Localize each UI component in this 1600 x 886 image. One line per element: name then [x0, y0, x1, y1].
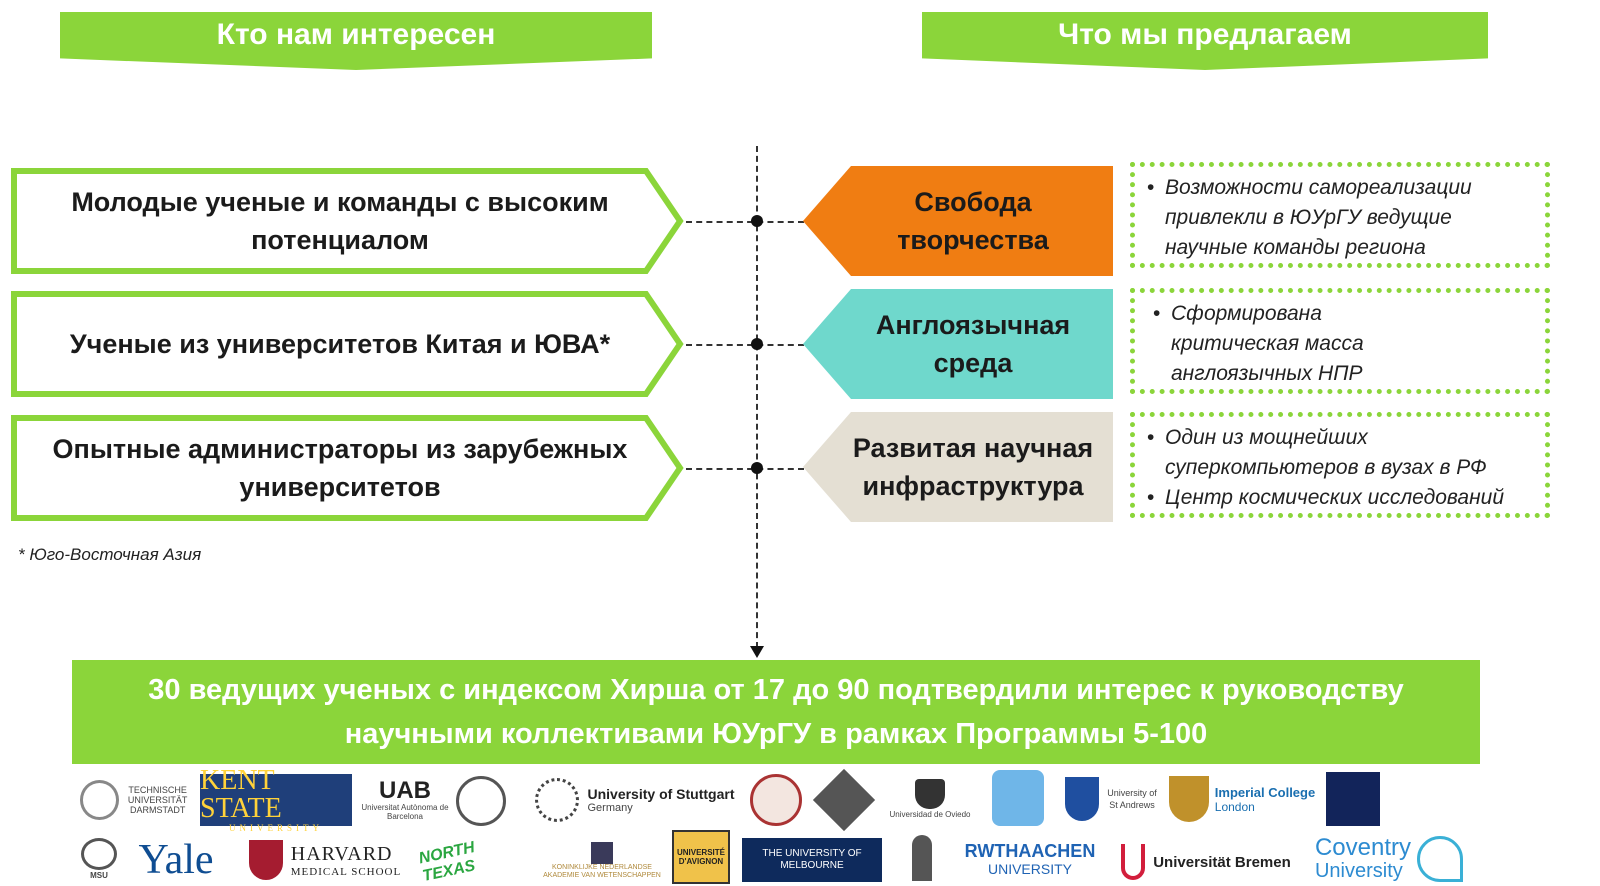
connector-dot-1 — [751, 215, 763, 227]
offer-1-line1: Свобода — [914, 187, 1032, 217]
detail-box-2: Сформирована критическая масса англоязыч… — [1130, 288, 1550, 394]
connector-1 — [686, 221, 804, 223]
audience-2-line1: Ученые из университетов Китая и ЮВА* — [69, 329, 611, 359]
offer-box-3: Развитая научная инфраструктура — [803, 412, 1113, 522]
audience-1-line1: Молодые ученые и команды с высоким — [71, 187, 609, 217]
detail-line: Один из мощнейших — [1165, 426, 1368, 449]
arrow-box-outline — [11, 168, 684, 274]
header-who: Кто нам интересен — [60, 12, 652, 70]
offer-box-2: Англоязычная среда — [803, 289, 1113, 399]
audience-3-line1: Опытные администраторы из зарубежных — [52, 434, 628, 464]
audience-3-line2: университетов — [239, 472, 441, 502]
offer-2-line2: среда — [933, 348, 1013, 378]
detail-line: Центр космических исследований — [1165, 486, 1504, 509]
msu-logo: MSU — [78, 838, 120, 882]
offer-box-1: Свобода творчества — [803, 166, 1113, 276]
tower-logo — [898, 832, 946, 884]
footnote: * Юго-Восточная Азия — [18, 545, 202, 564]
stuttgart-logo: University of Stuttgart Germany — [530, 776, 740, 824]
offer-3-line1: Развитая научная — [852, 433, 1094, 463]
rwth-logo: RWTHAACHEN UNIVERSITY — [964, 841, 1096, 877]
detail-line: научные команды региона — [1165, 236, 1426, 259]
detail-3-bullet-1: Один из мощнейших суперкомпьютеров в вуз… — [1147, 423, 1535, 483]
north-texas-logo: NORTH TEXAS — [417, 839, 477, 886]
audience-box-1: Молодые ученые и команды с высоким потен… — [10, 167, 686, 275]
melbourne-logo: THE UNIVERSITY OF MELBOURNE — [742, 838, 882, 882]
detail-line: критическая масса — [1171, 332, 1364, 355]
hex-logo — [992, 770, 1044, 826]
header-what-label: Что мы предлагаем — [1058, 18, 1352, 51]
banner-line1: 30 ведущих ученых с индексом Хирша от 17… — [148, 674, 1404, 706]
coventry-logo: Coventry University — [1302, 834, 1476, 884]
offer-3-line2: инфраструктура — [862, 471, 1084, 501]
detail-3-bullet-2: Центр космических исследований — [1147, 483, 1535, 513]
detail-line: Сформирована — [1171, 302, 1322, 325]
offer-1-line2: творчества — [897, 225, 1049, 255]
connector-dot-3 — [751, 462, 763, 474]
offer-2-line1: Англоязычная — [875, 310, 1071, 340]
header-what: Что мы предлагаем — [922, 12, 1488, 70]
center-dashed-line — [756, 146, 758, 648]
uab-logo: UAB Universitat Autònoma de Barcelona — [361, 777, 449, 822]
connector-3 — [686, 468, 804, 470]
connector-dot-2 — [751, 338, 763, 350]
yale-logo: Yale — [138, 837, 214, 883]
harvard-logo: HARVARD MEDICAL SCHOOL — [240, 836, 410, 884]
detail-1-bullet-1: Возможности самореализации привлекли в Ю… — [1147, 173, 1535, 263]
summary-banner: 30 ведущих ученых с индексом Хирша от 17… — [72, 660, 1480, 764]
knaw-logo: KONINKLIJKE NEDERLANDSE AKADEMIE VAN WET… — [540, 838, 664, 884]
detail-line: Возможности самореализации — [1165, 176, 1472, 199]
audience-box-2: Ученые из университетов Китая и ЮВА* — [10, 290, 686, 398]
arrow-box-outline — [11, 291, 684, 397]
avignon-logo: UNIVERSITÉ D'AVIGNON — [672, 830, 730, 884]
imperial-logo: Imperial College London — [1168, 772, 1316, 826]
oviedo-logo: Universidad de Oviedo — [888, 774, 972, 826]
down-arrow-icon — [750, 646, 764, 658]
bremen-logo: Universität Bremen — [1108, 840, 1304, 884]
audience-text-1: Молодые ученые и команды с высоким потен… — [30, 167, 650, 275]
banner-line2: научными коллективами ЮУрГУ в рамках Про… — [344, 718, 1208, 750]
diamond-logo — [812, 768, 876, 832]
detail-line: англоязычных НПР — [1171, 362, 1363, 385]
audience-text-3: Опытные администраторы из зарубежных уни… — [30, 414, 650, 522]
kent-state-logo: KENT STATE UNIVERSITY — [200, 767, 352, 833]
tu-darmstadt-logo: TECHNISCHE UNIVERSITÄT DARMSTADT — [80, 776, 190, 824]
detail-box-3: Один из мощнейших суперкомпьютеров в вуз… — [1130, 412, 1550, 518]
detail-box-1: Возможности самореализации привлекли в Ю… — [1130, 162, 1550, 268]
audience-1-line2: потенциалом — [251, 225, 429, 255]
seal-logo — [456, 776, 506, 826]
detail-2-bullet-1: Сформирована критическая масса англоязыч… — [1153, 299, 1535, 389]
header-who-label: Кто нам интересен — [216, 18, 496, 51]
crest-logo — [750, 774, 802, 826]
st-andrews-logo: University of St Andrews — [1062, 772, 1162, 826]
audience-text-2: Ученые из университетов Китая и ЮВА* — [30, 290, 650, 398]
connector-2 — [686, 344, 804, 346]
detail-line: привлекли в ЮУрГУ ведущие — [1165, 206, 1452, 229]
audience-box-3: Опытные администраторы из зарубежных уни… — [10, 414, 686, 522]
navy-square-logo — [1326, 772, 1380, 826]
arrow-box-outline — [11, 415, 684, 521]
detail-line: суперкомпьютеров в вузах в РФ — [1165, 456, 1487, 479]
